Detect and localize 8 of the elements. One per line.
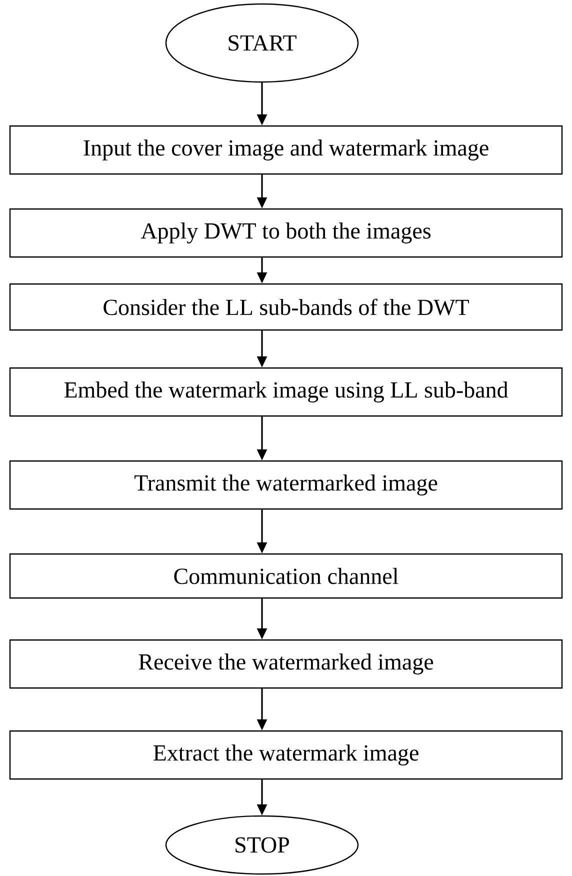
process-box: Embed the watermark image using LL sub-band <box>9 367 563 417</box>
process-box: Input the cover image and watermark image <box>9 125 563 175</box>
process-box: Transmit the watermarked image <box>9 460 563 510</box>
process-box: Consider the LL sub-bands of the DWT <box>9 283 563 331</box>
process-box: Receive the watermarked image <box>9 639 563 689</box>
process-box: Extract the watermark image <box>9 730 563 780</box>
process-box: Apply DWT to both the images <box>9 208 563 258</box>
process-box: Communication channel <box>9 553 563 599</box>
